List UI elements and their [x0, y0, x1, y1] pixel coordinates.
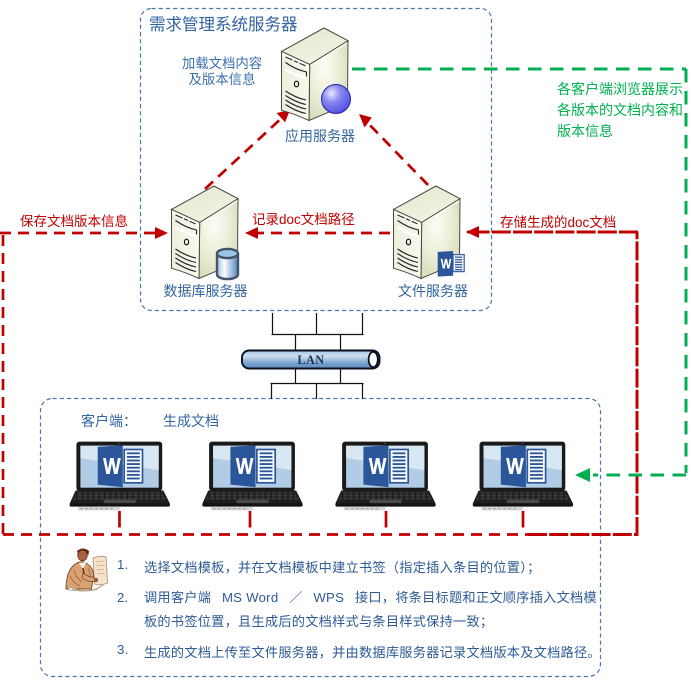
svg-text:LAN: LAN [297, 353, 324, 367]
